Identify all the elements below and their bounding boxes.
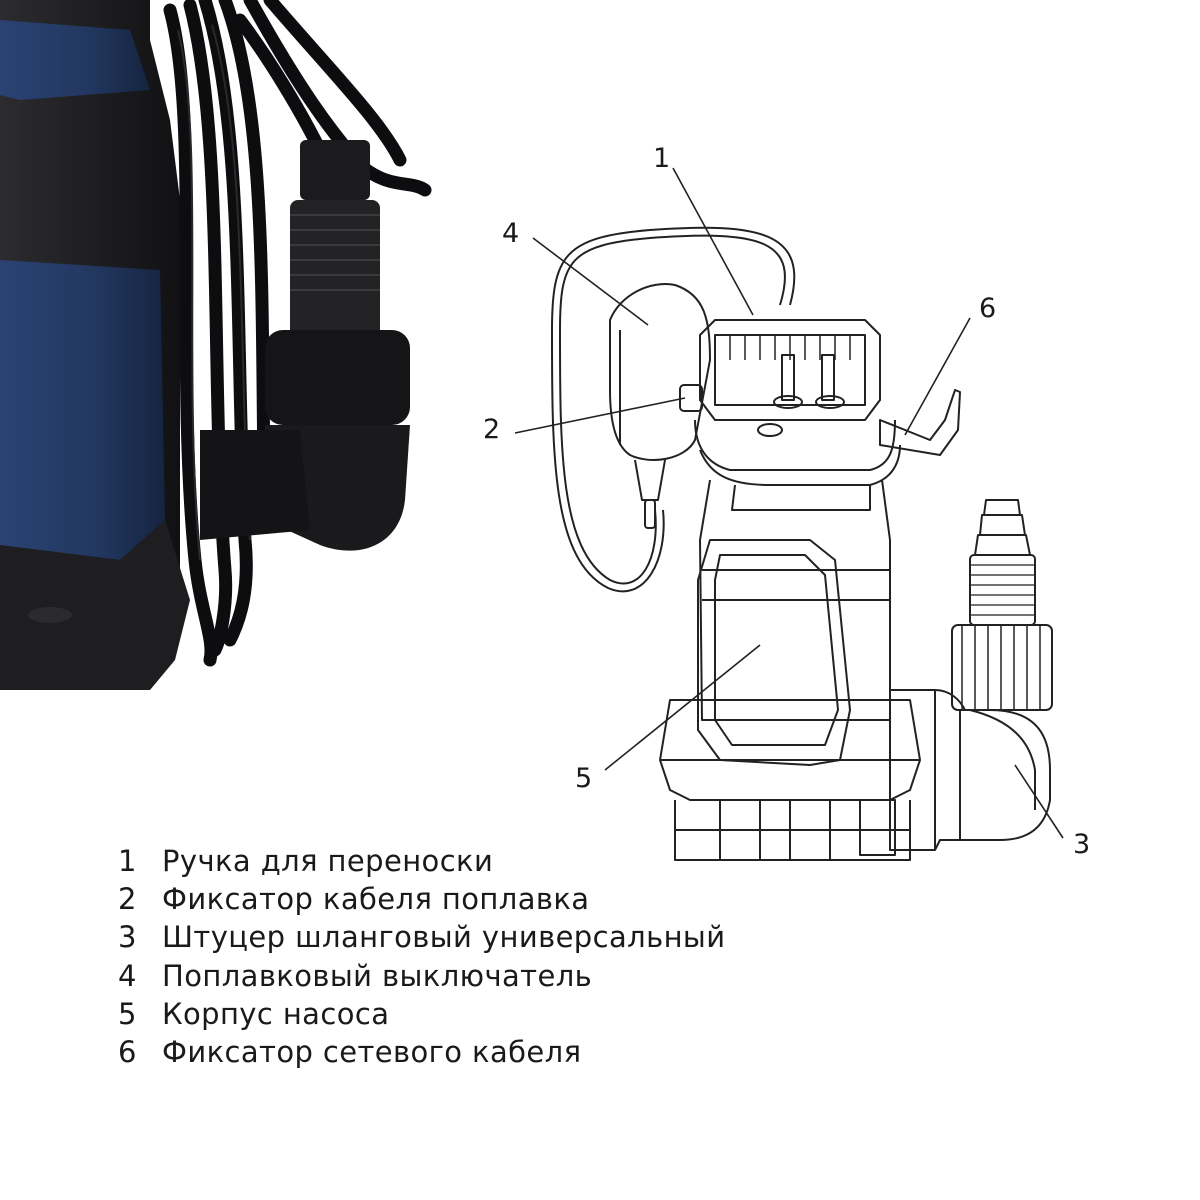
callout-4: 4 — [502, 218, 520, 249]
leader-5 — [604, 644, 761, 771]
legend-text: Фиксатор сетевого кабеля — [162, 1034, 582, 1069]
legend-number: 3 — [118, 920, 137, 955]
legend-number: 4 — [118, 958, 137, 993]
callout-6: 6 — [979, 293, 997, 324]
pump-line-drawing — [514, 167, 1064, 861]
legend-number: 5 — [118, 996, 137, 1031]
legend-text: Фиксатор кабеля поплавка — [162, 882, 590, 917]
legend-text: Штуцер шланговый универсальный — [162, 920, 726, 955]
legend-text: Корпус насоса — [162, 996, 390, 1031]
legend-item: 6 Фиксатор сетевого кабеля — [118, 1033, 725, 1071]
leader-2 — [514, 397, 686, 434]
legend-item: 4 Поплавковый выключатель — [118, 957, 725, 995]
legend-number: 6 — [118, 1034, 137, 1069]
pump-photo — [0, 0, 432, 690]
legend-item: 3 Штуцер шланговый универсальный — [118, 918, 725, 956]
callout-3: 3 — [1073, 829, 1091, 860]
parts-legend: 1 Ручка для переноски 2 Фиксатор кабеля по… — [118, 842, 725, 1071]
leader-3 — [1014, 764, 1064, 839]
legend-item: 1 Ручка для переноски — [118, 842, 725, 880]
legend-item: 5 Корпус насоса — [118, 995, 725, 1033]
leader-4 — [532, 237, 649, 326]
leader-1 — [672, 167, 754, 316]
callout-5: 5 — [575, 763, 593, 794]
carry-handle — [699, 319, 881, 421]
legend-text: Поплавковый выключатель — [162, 958, 593, 993]
hose-fitting — [889, 689, 1051, 851]
float-switch — [609, 283, 711, 461]
callout-2: 2 — [483, 414, 501, 445]
legend-number: 1 — [118, 844, 137, 878]
leader-6 — [904, 317, 971, 436]
legend-number: 2 — [118, 882, 137, 917]
legend-item: 2 Фиксатор кабеля поплавка — [118, 880, 725, 918]
legend-text: Ручка для переноски — [162, 844, 494, 878]
callout-1: 1 — [653, 143, 671, 174]
float-cable — [559, 234, 786, 585]
pump-body-panel — [697, 539, 851, 766]
